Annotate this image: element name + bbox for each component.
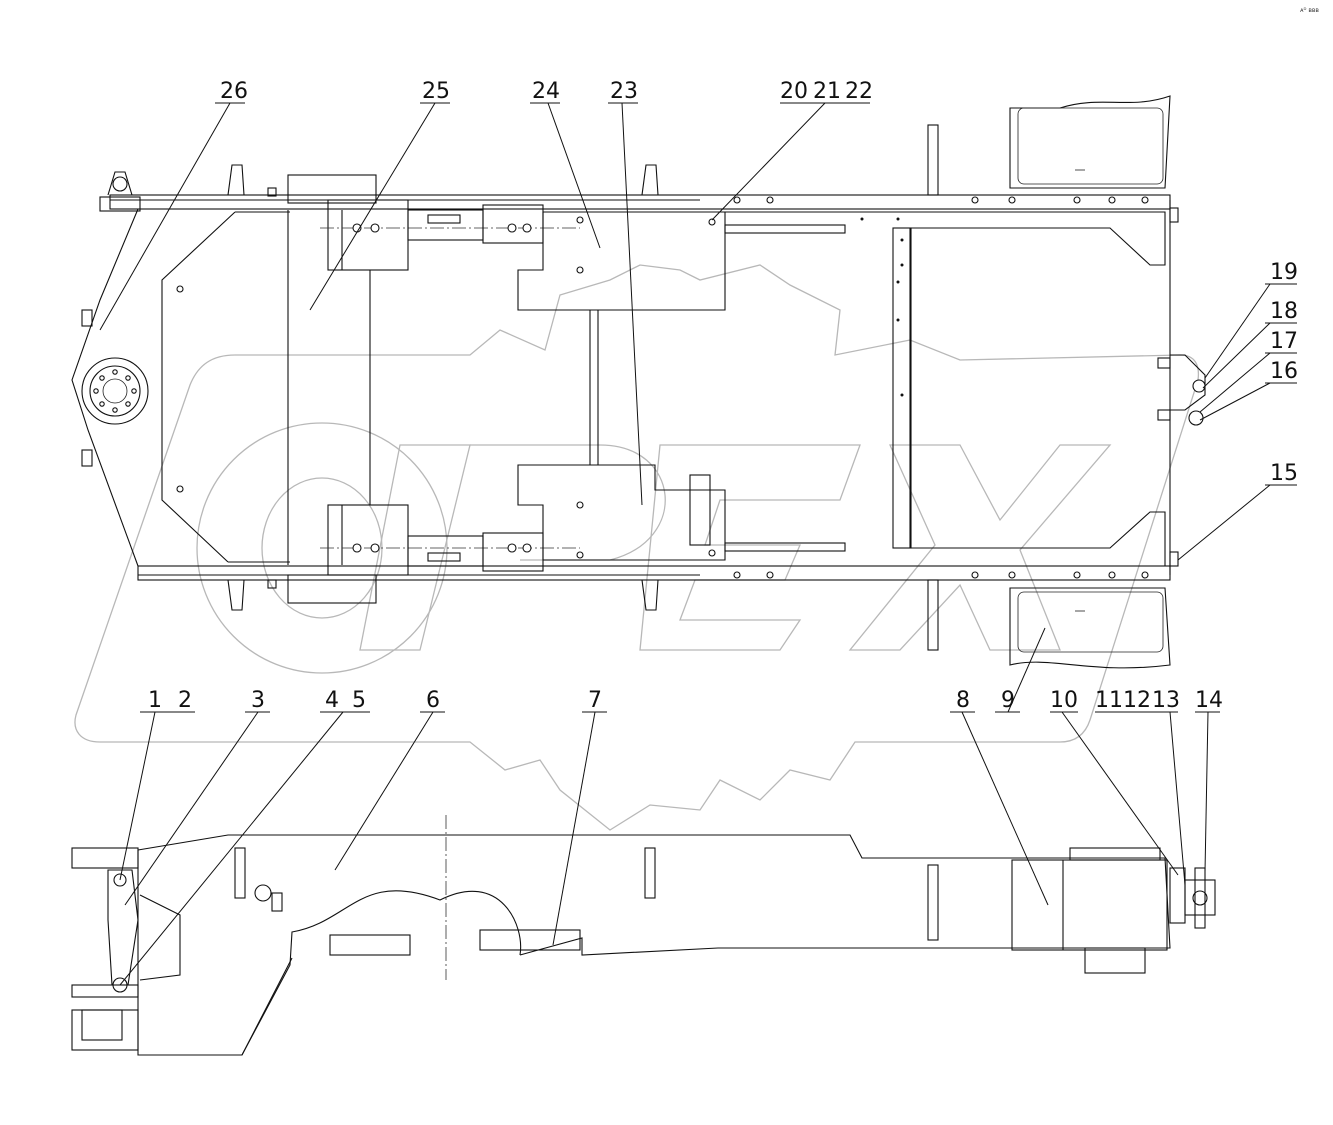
callout-25: 25: [422, 79, 450, 104]
callout-15: 15: [1270, 461, 1298, 486]
callout-22: 22: [845, 79, 873, 104]
callout-4: 4: [325, 688, 339, 713]
side-view: [71, 815, 1216, 1056]
callout-13: 13: [1152, 688, 1180, 713]
callout-3: 3: [251, 688, 265, 713]
callout-26: 26: [220, 79, 248, 104]
callout-19: 19: [1270, 260, 1298, 285]
callout-labels: 26 25 24 23 20 21 22 19 18 17 16 15 1 2 …: [148, 7, 1319, 713]
callout-6: 6: [426, 688, 440, 713]
corner-note: ᴀᴰ ʙʙʙ: [1300, 7, 1319, 14]
callout-12: 12: [1123, 688, 1151, 713]
callout-20: 20: [780, 79, 808, 104]
callout-16: 16: [1270, 359, 1298, 384]
callout-9: 9: [1001, 688, 1015, 713]
plan-view: [71, 95, 1206, 669]
leader-lines: [99, 102, 1297, 986]
callout-8: 8: [956, 688, 970, 713]
callout-21: 21: [813, 79, 841, 104]
callout-11: 11: [1095, 688, 1123, 713]
callout-10: 10: [1050, 688, 1078, 713]
callout-1: 1: [148, 688, 162, 713]
callout-7: 7: [588, 688, 602, 713]
callout-17: 17: [1270, 329, 1298, 354]
callout-18: 18: [1270, 299, 1298, 324]
callout-24: 24: [532, 79, 560, 104]
callout-14: 14: [1195, 688, 1223, 713]
callout-5: 5: [352, 688, 366, 713]
callout-2: 2: [178, 688, 192, 713]
callout-23: 23: [610, 79, 638, 104]
